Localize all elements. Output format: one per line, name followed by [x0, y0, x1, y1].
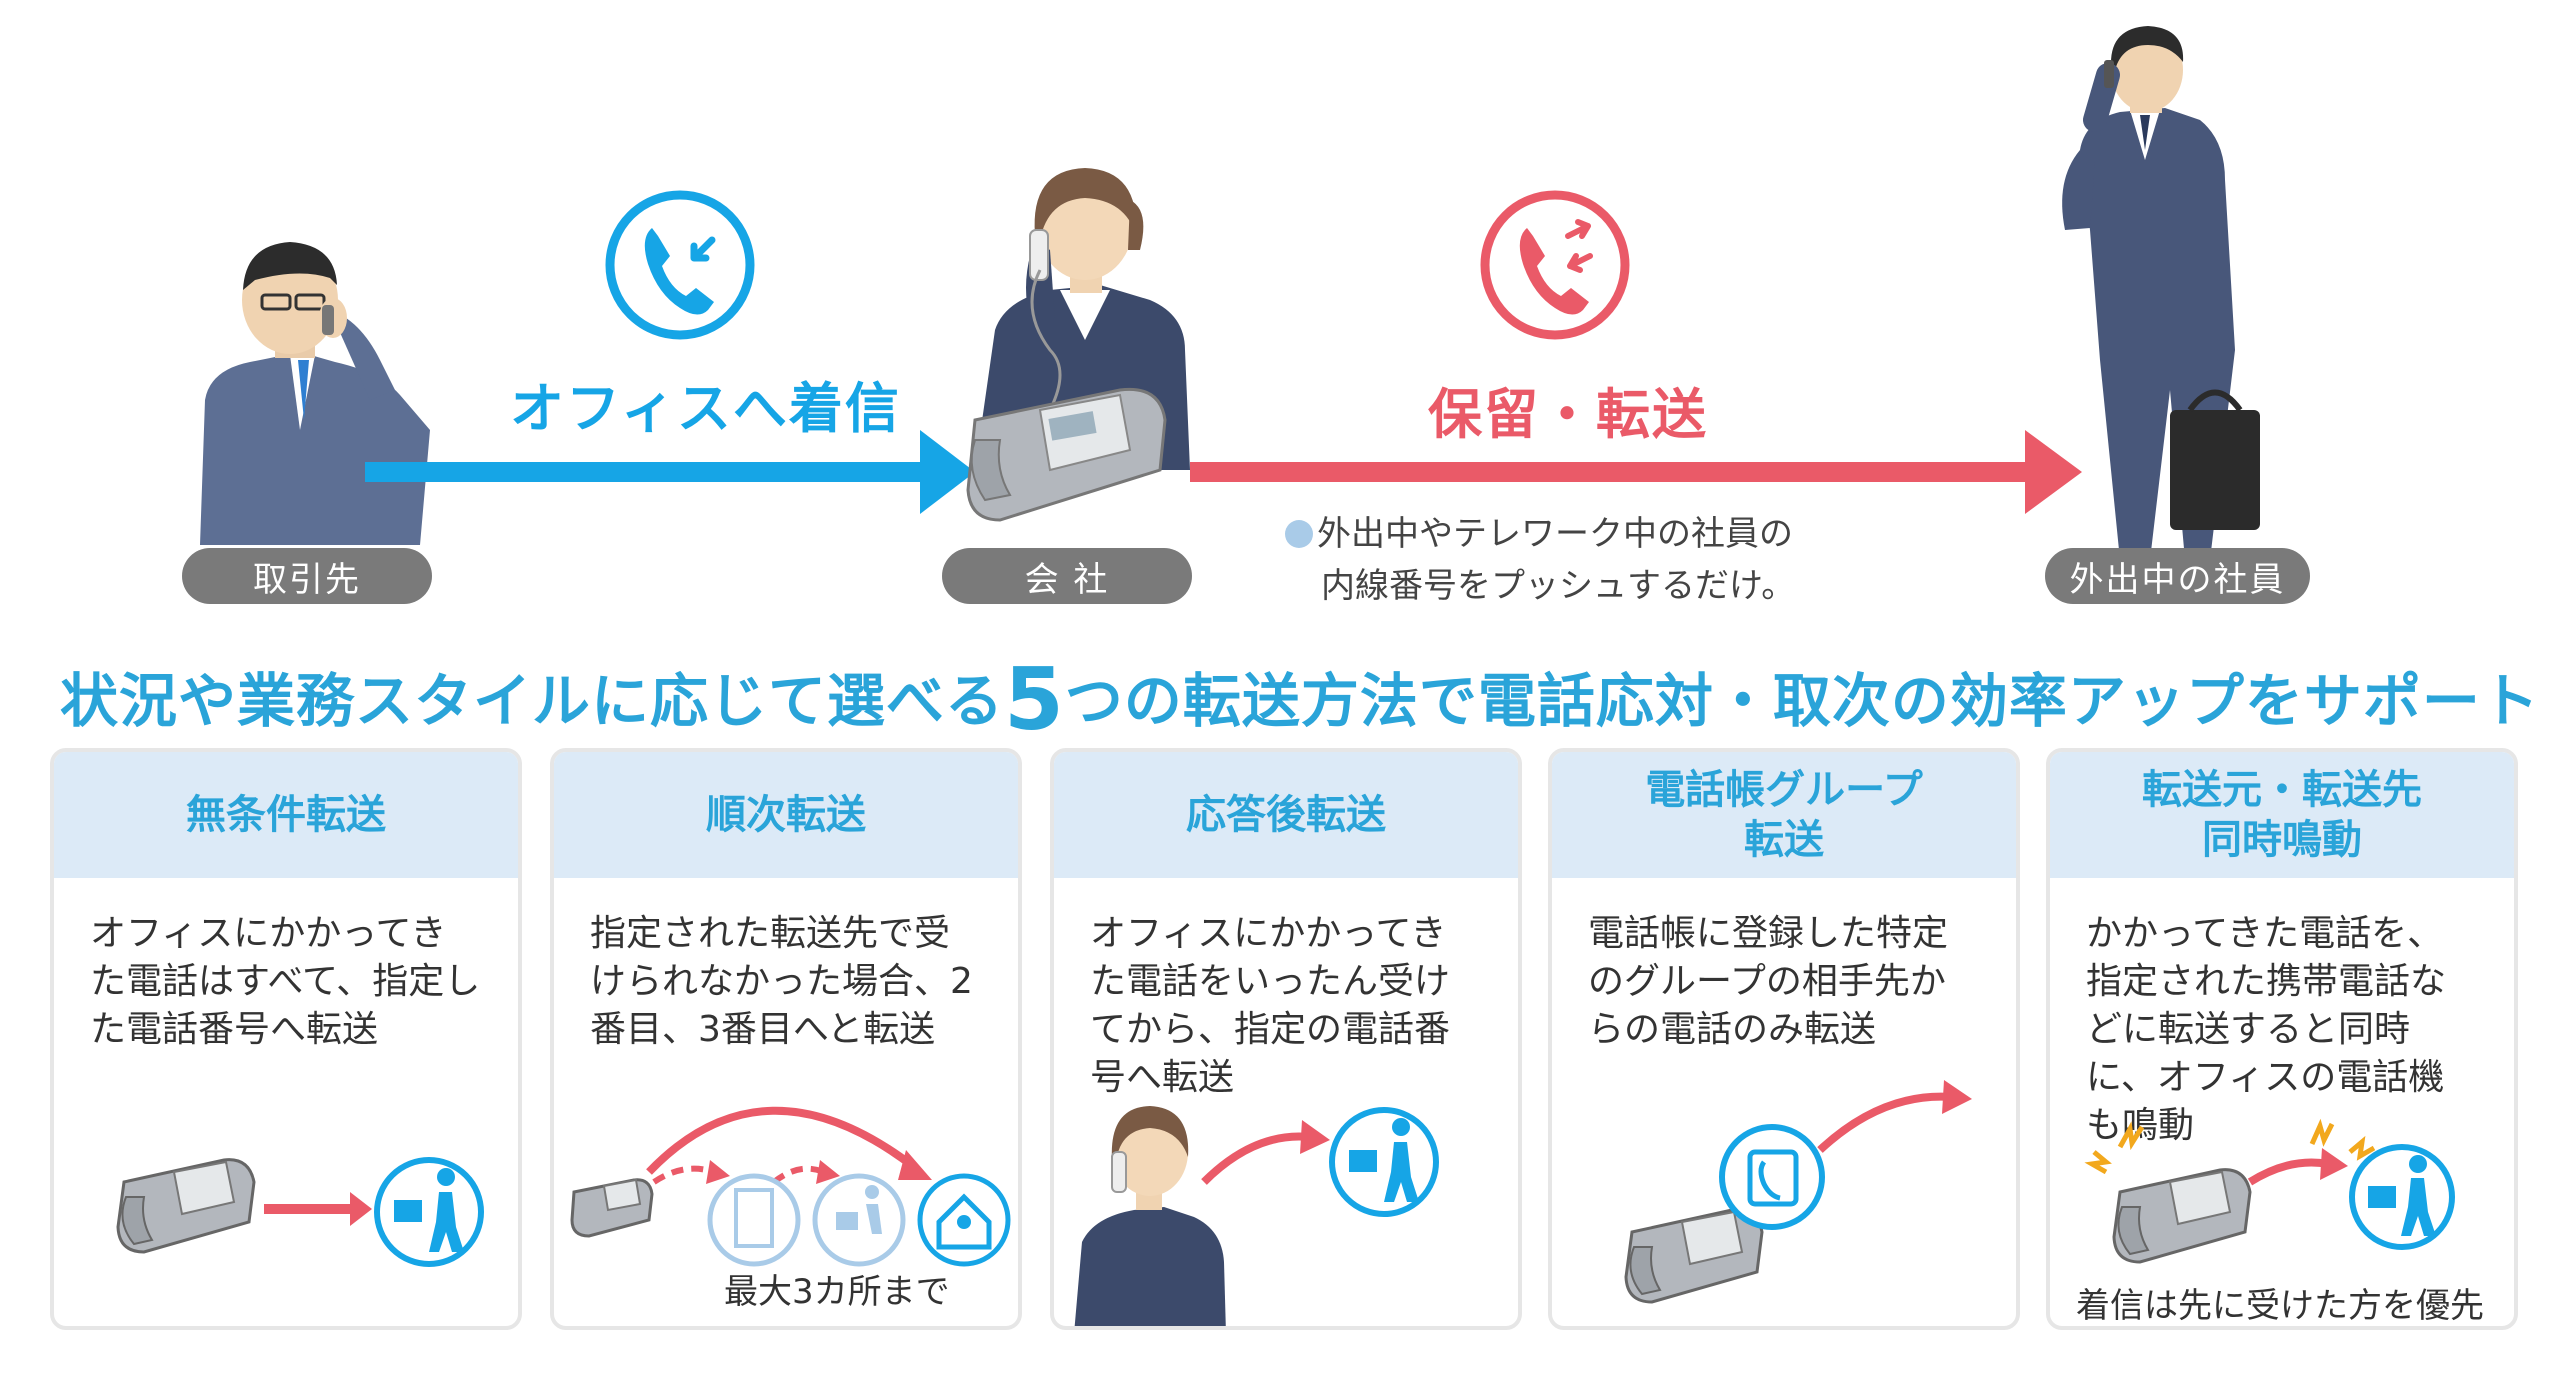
- remote-employee-label: 外出中の社員: [2045, 548, 2310, 604]
- headline-number: 5: [1004, 650, 1065, 750]
- bullet-dot: [1285, 520, 1313, 548]
- remote-worker-icon: [2349, 1144, 2455, 1250]
- company-label: 会 社: [942, 548, 1192, 604]
- remote-worker-icon: [1329, 1107, 1439, 1217]
- headline-after: つの転送方法で電話応対・取次の効率アップをサポート: [1064, 667, 2540, 735]
- card-title: 応答後転送: [1054, 752, 1518, 878]
- remote-worker-icon: [812, 1173, 906, 1267]
- card-illustration: [116, 1157, 484, 1267]
- incoming-arrow-label: オフィスへ着信: [510, 377, 901, 440]
- desk-phone-icon: [1624, 1208, 1764, 1304]
- card-transfer-after-answer: 応答後転送 オフィスにかかってきた電話をいったん受けてから、指定の電話番号へ転送: [1050, 748, 1522, 1330]
- card-illustration: [1074, 1106, 1439, 1326]
- transfer-note: 外出中やテレワーク中の社員の 内線番号をプッシュするだけ。: [1285, 508, 1795, 612]
- incoming-call-icon: [605, 190, 755, 340]
- card-title: 電話帳グループ 転送: [1552, 752, 2016, 878]
- transfer-arrow-label: 保留・転送: [1428, 383, 1708, 446]
- card-simultaneous-ring: 転送元・転送先 同時鳴動 かかってきた電話を、指定された携帯電話などに転送すると…: [2046, 748, 2518, 1330]
- remote-employee-illustration: [2062, 26, 2260, 560]
- card-phonebook-group-transfer: 電話帳グループ 転送 電話帳に登録した特定のグループの相手先からの電話のみ転送: [1548, 748, 2020, 1330]
- card-title: 転送元・転送先 同時鳴動: [2050, 752, 2514, 878]
- building-icon: [707, 1173, 801, 1267]
- ringing-icon: [2084, 1118, 2376, 1175]
- card-title: 順次転送: [554, 752, 1018, 878]
- client-label: 取引先: [182, 548, 432, 604]
- home-worker-icon: [917, 1173, 1011, 1267]
- card-unconditional-transfer: 無条件転送 オフィスにかかってきた電話はすべて、指定した電話番号へ転送: [50, 748, 522, 1330]
- card-description: 電話帳に登録した特定のグループの相手先からの電話のみ転送: [1588, 913, 1949, 1050]
- note-line-2: 内線番号をプッシュするだけ。: [1321, 566, 1796, 606]
- card-caption: 着信は先に受けた方を優先: [2076, 1286, 2484, 1326]
- desk-phone-icon: [570, 1178, 654, 1238]
- office-phone-illustration: [966, 387, 1167, 522]
- card-illustration: [570, 1106, 1011, 1267]
- headline-before: 状況や業務スタイルに応じて選べる: [60, 667, 1005, 735]
- client-person-illustration: [200, 242, 430, 545]
- card-sequential-transfer: 順次転送 指定された転送先で受けられなかった場合、2番目、3番目へと転送 最大3…: [550, 748, 1022, 1330]
- desk-phone-icon: [2112, 1168, 2252, 1264]
- card-caption: 最大3カ所まで: [724, 1272, 950, 1312]
- card-description: 指定された転送先で受けられなかった場合、2番目、3番目へと転送: [590, 913, 973, 1050]
- card-title: 無条件転送: [54, 752, 518, 878]
- headline: 状況や業務スタイルに応じて選べる5つの転送方法で電話応対・取次の効率アップをサポ…: [60, 650, 2539, 750]
- flow-illustration: [200, 26, 2260, 560]
- card-illustration: [2084, 1118, 2455, 1264]
- card-illustration: [1624, 1080, 1972, 1304]
- operator-icon: [1074, 1106, 1226, 1326]
- card-description: オフィスにかかってきた電話はすべて、指定した電話番号へ転送: [90, 913, 481, 1050]
- remote-worker-icon: [374, 1157, 484, 1267]
- card-description: かかってきた電話を、指定された携帯電話などに転送すると同時に、オフィスの電話機も…: [2086, 913, 2447, 1146]
- phonebook-icon: [1719, 1124, 1825, 1230]
- card-description: オフィスにかかってきた電話をいったん受けてから、指定の電話番号へ転送: [1090, 913, 1451, 1098]
- note-line-1: 外出中やテレワーク中の社員の: [1317, 514, 1793, 554]
- transfer-call-icon: [1480, 190, 1630, 340]
- desk-phone-icon: [116, 1158, 256, 1254]
